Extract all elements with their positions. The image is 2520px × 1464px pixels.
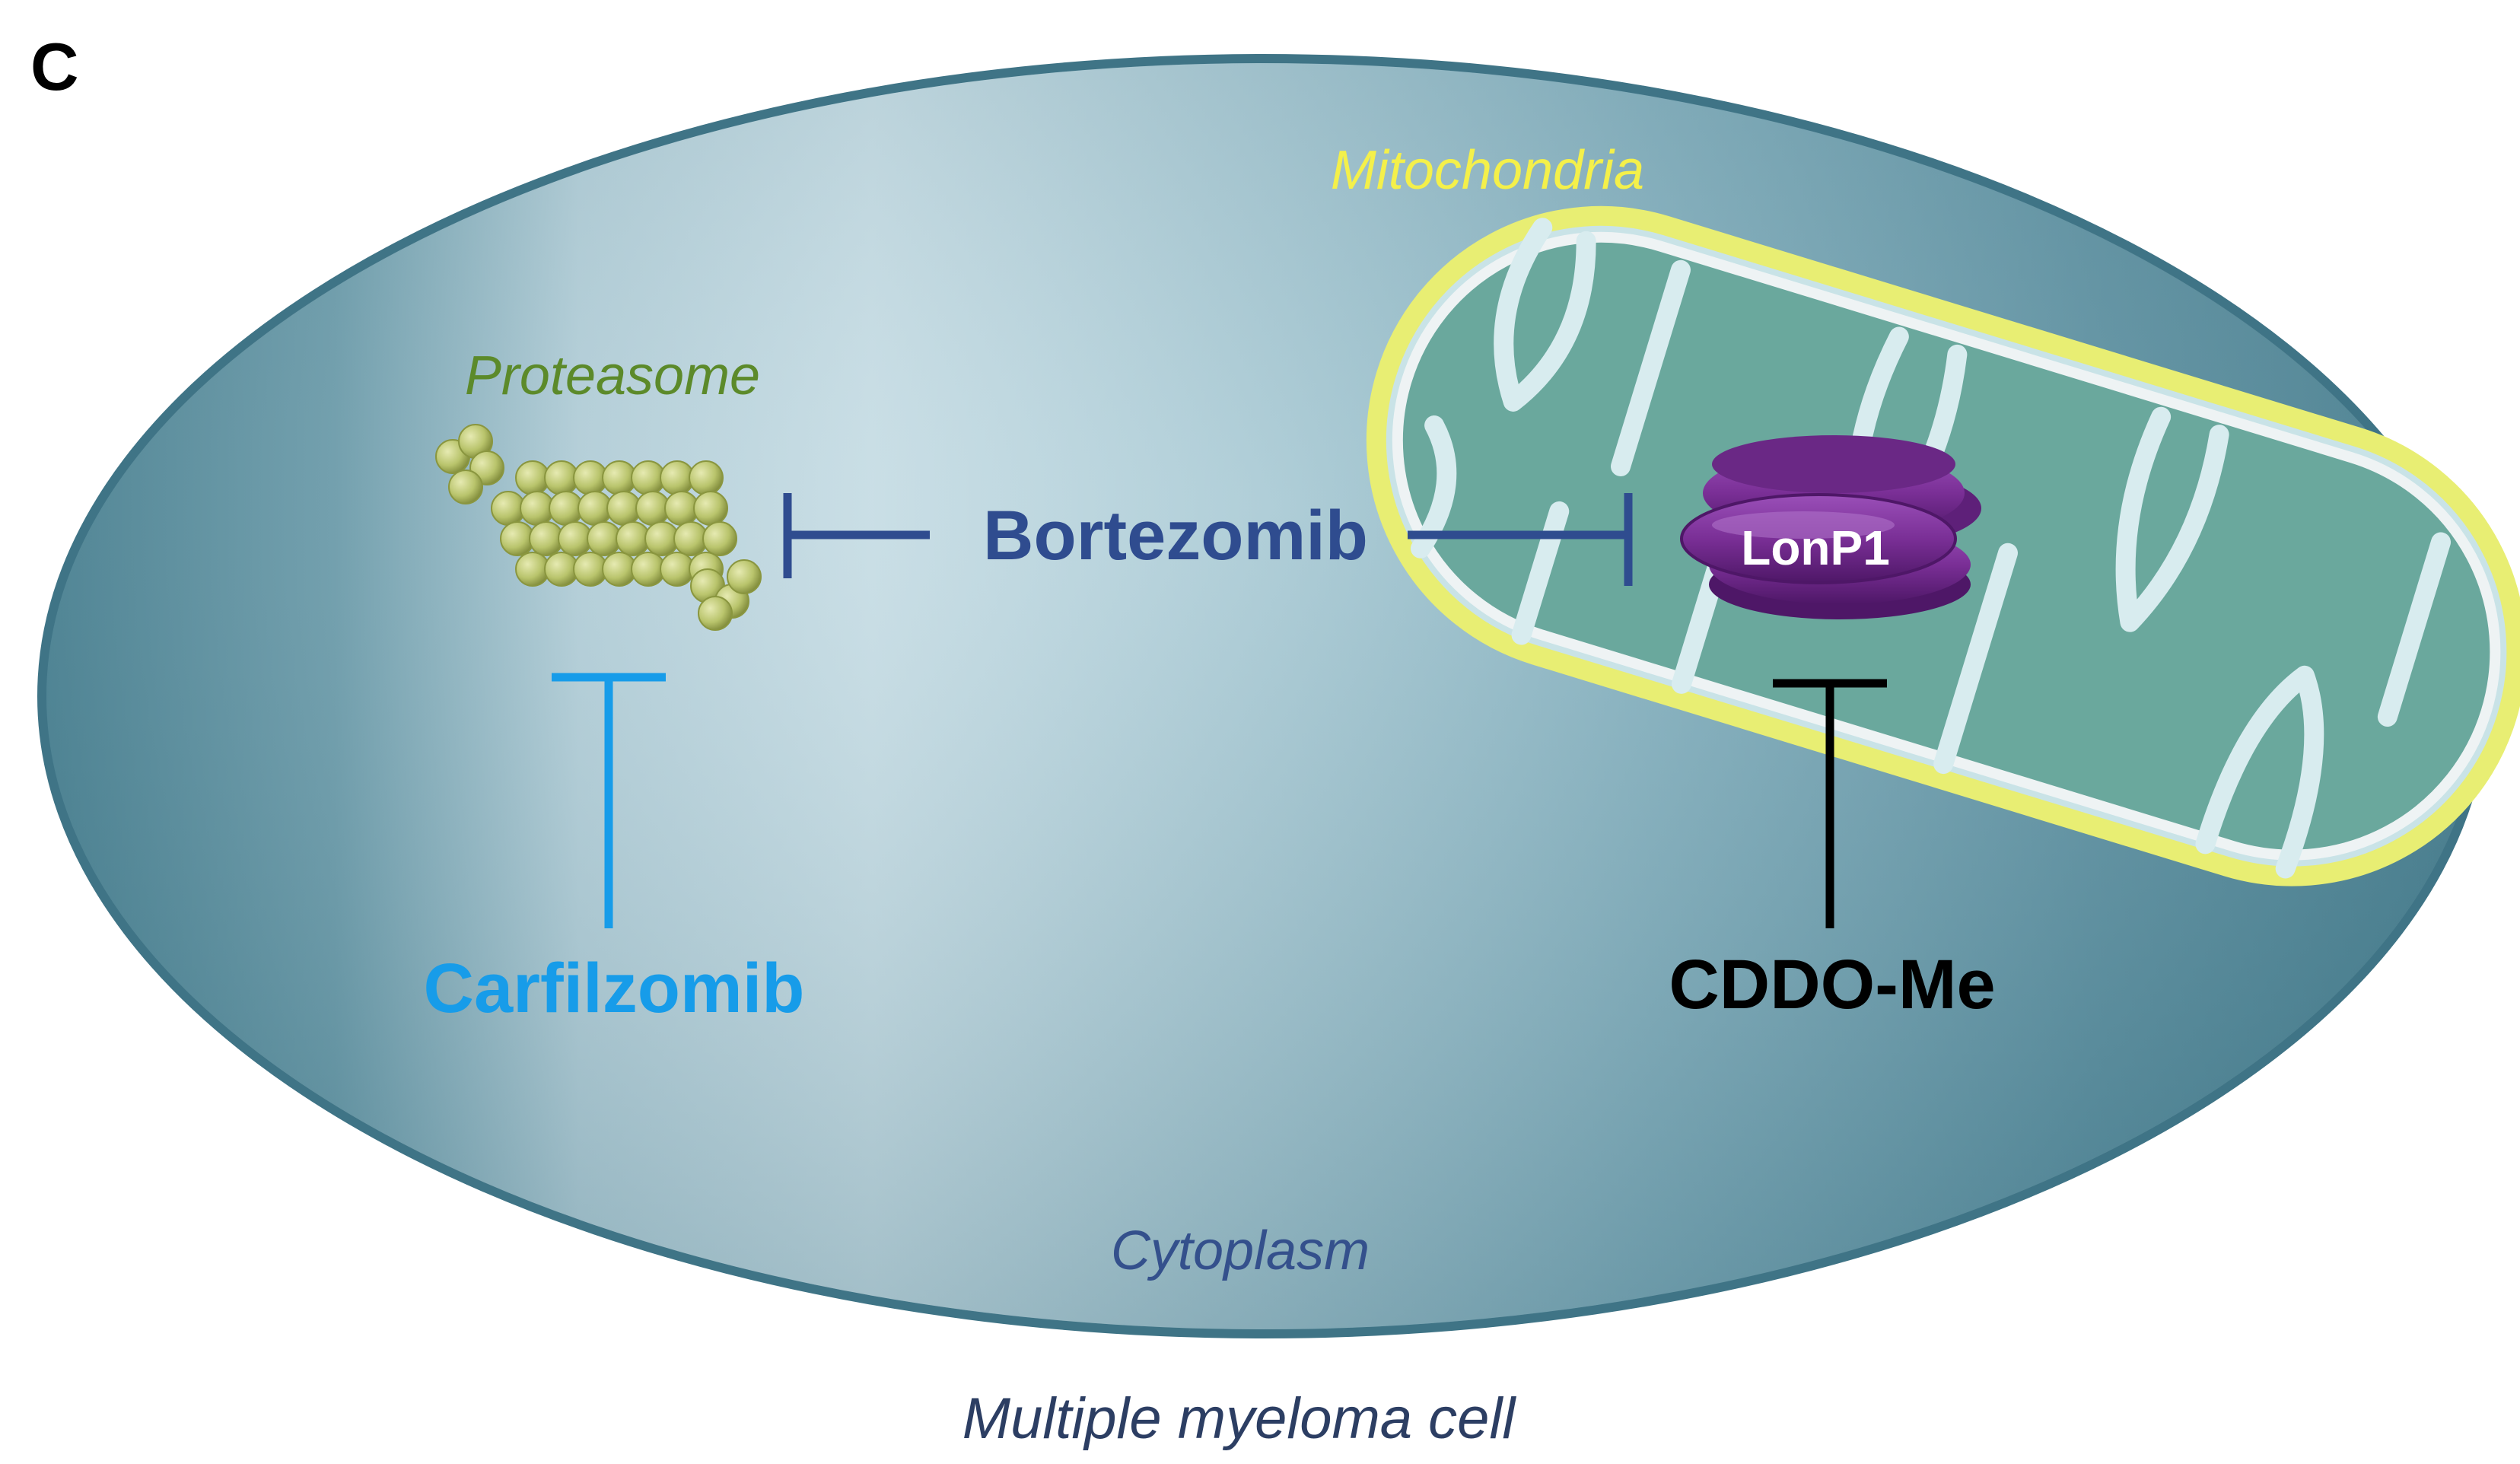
panel-letter: C: [30, 29, 79, 104]
proteasome-subunit: [693, 491, 728, 526]
mitochondria-label: Mitochondria: [1331, 140, 1644, 201]
proteasome-subunit: [727, 559, 762, 594]
lonp1-label: LonP1: [1741, 520, 1890, 575]
cddo-me-inhibition-arrow: [1773, 679, 1887, 928]
cddo-me-label: CDDO-Me: [1669, 946, 1995, 1023]
proteasome-subunit: [689, 460, 724, 495]
proteasome-label: Proteasome: [465, 345, 760, 406]
lonp1-complex: [1680, 435, 1981, 619]
bortezomib-inhibition-arrows: [783, 493, 1633, 586]
proteasome-subunit: [702, 521, 737, 556]
carfilzomib-label: Carfilzomib: [424, 950, 805, 1027]
proteasome-complex: [435, 424, 762, 631]
carfilzomib-inhibition-arrow: [552, 673, 666, 928]
cytoplasm-label: Cytoplasm: [1111, 1221, 1370, 1281]
bortezomib-label: Bortezomib: [983, 497, 1368, 574]
proteasome-subunit: [698, 596, 733, 631]
cell-label: Multiple myeloma cell: [963, 1386, 1517, 1451]
proteasome-subunit: [448, 469, 483, 504]
